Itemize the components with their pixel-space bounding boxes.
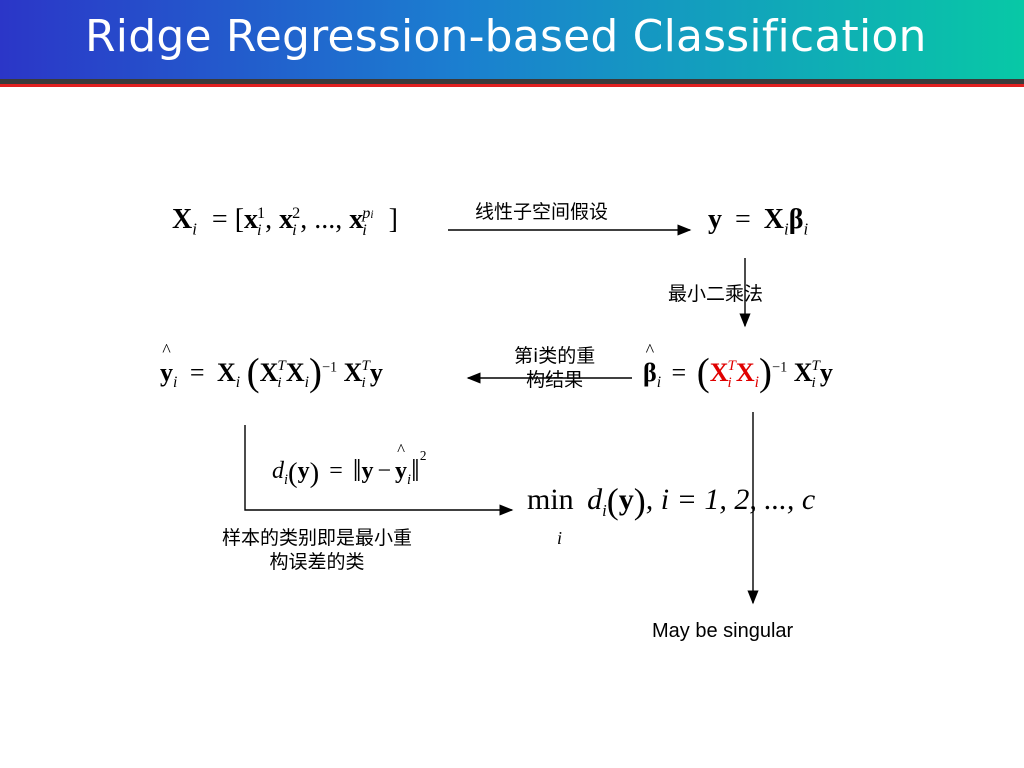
label-reconstruction: 第i类的重 构结果 bbox=[514, 344, 595, 392]
label-least-squares: 最小二乘法 bbox=[668, 283, 764, 305]
label-classification-rule-line1: 样本的类别即是最小重 bbox=[222, 527, 413, 549]
equation-distance: di(y) = ‖y−^yi‖2 bbox=[272, 440, 427, 489]
title-divider-red bbox=[0, 84, 1024, 87]
label-classification-rule: 样本的类别即是最小重 构误差的类 bbox=[222, 526, 412, 574]
title-bar: Ridge Regression-based Classification bbox=[0, 0, 1024, 79]
label-classification-rule-line2: 构误差的类 bbox=[269, 551, 365, 573]
min-subscript-i: i bbox=[557, 528, 563, 548]
slide-title: Ridge Regression-based Classification bbox=[85, 11, 927, 62]
label-reconstruction-line1: 第i类的重 bbox=[514, 345, 596, 367]
equation-min-rule: min di(y), i = 1, 2, ..., c bbox=[527, 481, 816, 521]
title-divider-dark bbox=[0, 79, 1024, 84]
arrow-to-min-rule bbox=[244, 425, 514, 516]
equation-linear-model: y = Xiβi bbox=[708, 204, 809, 239]
label-reconstruction-line2: 构结果 bbox=[526, 369, 584, 391]
note-may-be-singular: May be singular bbox=[652, 620, 794, 642]
label-subspace-assumption: 线性子空间假设 bbox=[475, 201, 609, 223]
